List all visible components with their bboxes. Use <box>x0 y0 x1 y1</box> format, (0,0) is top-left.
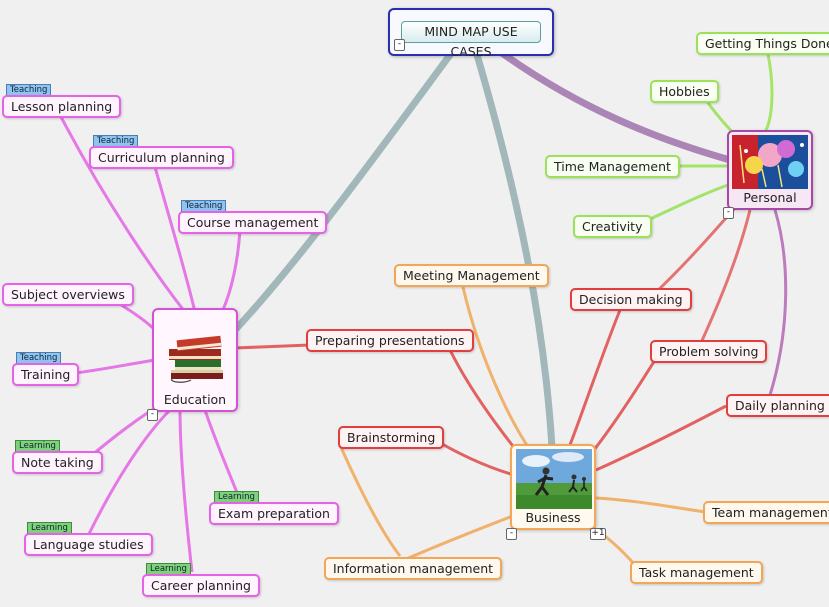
node-getting-things-done[interactable]: Getting Things Done <box>696 32 829 55</box>
education-label: Education <box>163 392 227 407</box>
node-training[interactable]: Training <box>12 363 80 386</box>
central-collapse-toggle[interactable]: - <box>394 39 405 51</box>
businessmen-running-on-grass-image <box>516 449 592 509</box>
central-topic-title: MIND MAP USE CASES <box>401 21 541 59</box>
node-task-management[interactable]: Task management <box>630 561 763 584</box>
stack-of-books-image <box>169 335 223 383</box>
node-daily-planning[interactable]: Daily planning <box>726 394 829 417</box>
node-time-management[interactable]: Time Management <box>545 155 680 178</box>
node-language-studies[interactable]: Language studies <box>24 533 153 556</box>
personal-topic[interactable]: Personal <box>727 130 813 210</box>
node-subject-overviews[interactable]: Subject overviews <box>2 283 134 306</box>
node-course-management[interactable]: Course management <box>178 211 328 234</box>
central-topic[interactable]: MIND MAP USE CASES <box>388 8 554 59</box>
education-topic[interactable]: Education <box>152 308 238 412</box>
node-lesson-planning[interactable]: Lesson planning <box>2 95 122 118</box>
node-problem-solving[interactable]: Problem solving <box>650 340 768 363</box>
party-balloons-image <box>732 135 808 189</box>
node-team-management[interactable]: Team management <box>703 501 829 524</box>
node-exam-preparation[interactable]: Exam preparation <box>209 502 339 525</box>
node-creativity[interactable]: Creativity <box>573 215 652 238</box>
node-hobbies[interactable]: Hobbies <box>650 80 719 103</box>
business-topic[interactable]: Business <box>510 444 596 530</box>
node-preparing-presentations[interactable]: Preparing presentations <box>306 329 474 352</box>
branch-central-education <box>232 45 458 333</box>
business-label: Business <box>525 510 581 525</box>
node-information-management[interactable]: Information management <box>324 557 503 580</box>
branch-central-business <box>471 47 556 449</box>
business-expand-count[interactable]: +1 <box>590 528 606 540</box>
node-decision-making[interactable]: Decision making <box>570 288 692 311</box>
personal-collapse-toggle[interactable]: - <box>723 207 734 219</box>
education-collapse-toggle[interactable]: - <box>147 409 158 421</box>
node-meeting-management[interactable]: Meeting Management <box>394 264 549 287</box>
node-curriculum-planning[interactable]: Curriculum planning <box>89 146 234 169</box>
personal-label: Personal <box>743 190 797 205</box>
node-brainstorming[interactable]: Brainstorming <box>338 426 445 449</box>
branch-central-personal <box>492 45 731 164</box>
node-note-taking[interactable]: Note taking <box>12 451 103 474</box>
business-collapse-toggle[interactable]: - <box>506 528 517 540</box>
node-career-planning[interactable]: Career planning <box>142 574 260 597</box>
